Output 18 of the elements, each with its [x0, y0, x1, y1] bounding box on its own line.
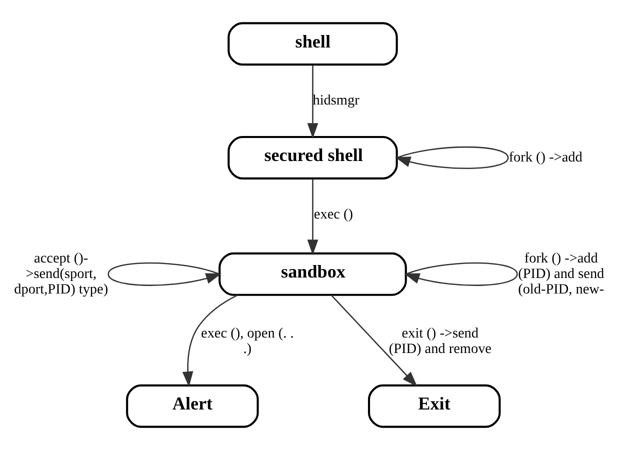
edge-label: exec () [314, 206, 353, 222]
edge-label: exit () ->send (PID) and remove [388, 325, 492, 357]
node-box: Exit [368, 384, 501, 428]
arrow [330, 294, 418, 387]
node-box: secured shell [228, 136, 398, 180]
edge-label: fork () ->add [508, 149, 582, 166]
node-box: Alert [126, 384, 259, 428]
arrow [108, 262, 222, 286]
arrow [404, 262, 518, 286]
edge-label: exec (), open (. . .) [201, 325, 294, 357]
arrow [182, 294, 238, 388]
edge-label: fork () ->add (PID) and send (old-PID, new- [518, 250, 604, 298]
node-box: shell [228, 22, 398, 66]
edge-label: accept ()- >send(sport, dport,PID) type) [14, 250, 108, 298]
arrow [307, 65, 318, 139]
arrow [307, 178, 318, 256]
arrow [394, 146, 509, 170]
node-box: sandbox [218, 252, 407, 296]
